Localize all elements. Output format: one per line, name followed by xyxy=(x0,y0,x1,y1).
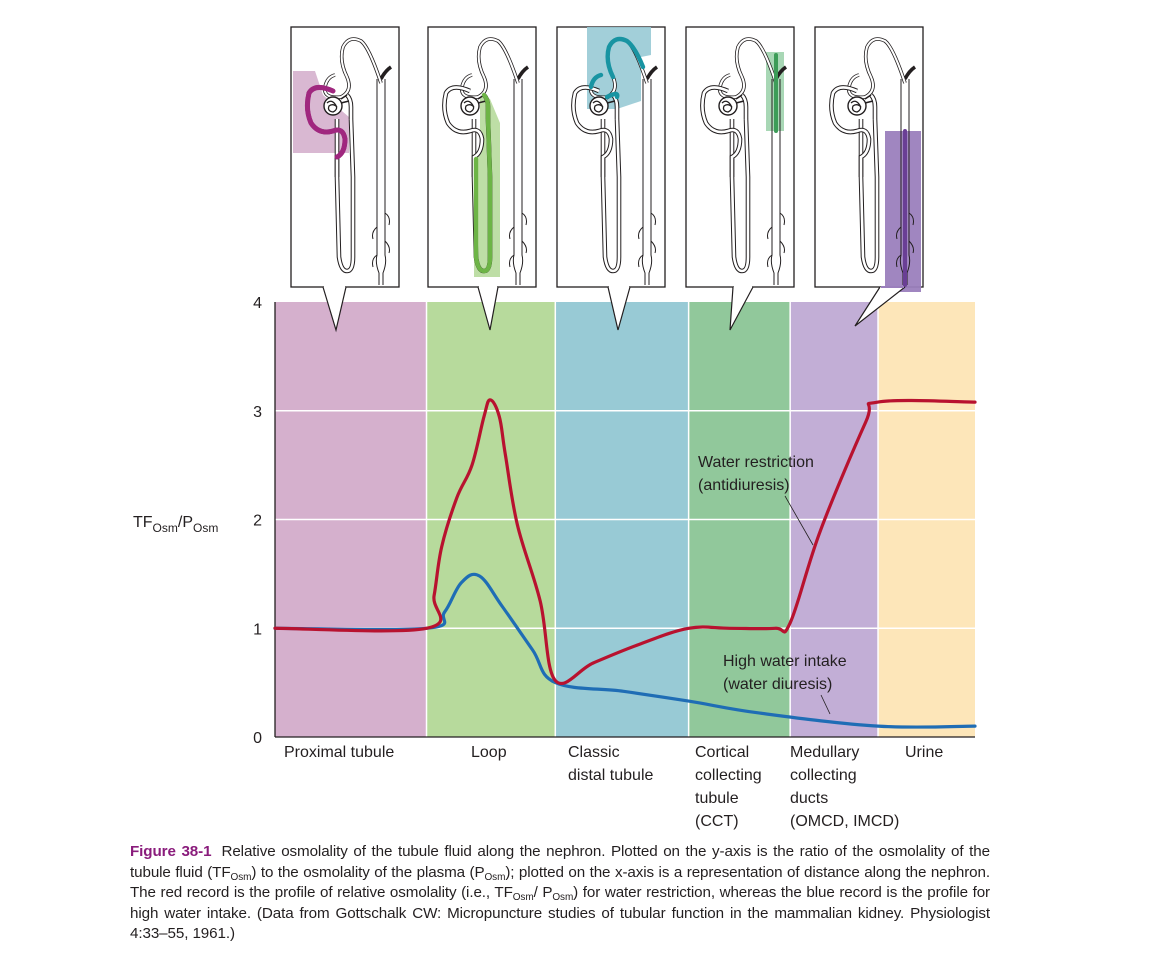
callout-pointer xyxy=(607,286,631,331)
series-line-water-restriction xyxy=(273,398,977,685)
annotation-water-restriction-line2: (antidiuresis) xyxy=(698,477,790,494)
caption-text-1: Relative osmolality of the tubule fluid … xyxy=(130,843,990,881)
series-line-high-water-intake xyxy=(273,572,977,729)
nephron-panels xyxy=(290,26,924,333)
highlighted-tubule-segment xyxy=(473,92,493,274)
annotation-water-restriction-leader xyxy=(784,495,814,546)
y-tick-label-0: 0 xyxy=(253,730,262,747)
caption-sub-a: Osm xyxy=(230,871,252,883)
annotation-high-water-leader xyxy=(820,694,831,715)
x-label-cortical-collecting-tubule-line4: (CCT) xyxy=(695,813,739,830)
y-tick-label-2: 2 xyxy=(253,513,262,530)
y-axis-label: TFOsm/POsm xyxy=(133,514,218,535)
caption-sub-c: Osm xyxy=(512,892,534,903)
x-label-proximal-tubule-line1: Proximal tubule xyxy=(284,744,394,761)
caption-text-5: ) for water restriction, whereas the blu… xyxy=(130,884,990,942)
x-label-cortical-collecting-tubule-line1: Cortical xyxy=(695,744,749,761)
callout-pointer xyxy=(477,286,499,331)
y-tick-labels: 0 1 2 3 4 xyxy=(253,295,262,747)
y-tick-label-4: 4 xyxy=(253,295,262,312)
caption-text-2: ) to the osmolality of the plasma (P xyxy=(251,863,485,881)
x-label-classic-distal-tubule-line1: Classic xyxy=(568,744,620,761)
annotation-high-water-line2: (water diuresis) xyxy=(723,676,832,693)
panel-proximal-tubule xyxy=(290,26,400,288)
annotation-high-water-intake: High water intake (water diuresis) xyxy=(723,653,847,715)
panel-cortical-collecting xyxy=(685,26,795,288)
annotation-water-restriction: Water restriction (antidiuresis) xyxy=(698,454,814,546)
x-label-loop-line1: Loop xyxy=(471,744,507,761)
figure-label: Figure 38-1 xyxy=(130,843,212,860)
caption-text-3: ); plotted on the x-axis is a representa… xyxy=(130,863,990,902)
annotation-water-restriction-line1: Water restriction xyxy=(698,454,814,471)
y-tick-label-1: 1 xyxy=(253,621,262,638)
x-label-medullary-collecting-ducts-line4: (OMCD, IMCD) xyxy=(790,813,899,830)
panel-medullary-collecting xyxy=(814,26,924,292)
x-label-medullary-collecting-ducts-line1: Medullary xyxy=(790,744,859,761)
series-lines xyxy=(273,398,977,729)
x-label-urine-line1: Urine xyxy=(905,744,943,761)
callout-pointer xyxy=(322,286,347,333)
x-label-cortical-collecting-tubule-line2: collecting xyxy=(695,767,762,784)
panel-frame xyxy=(290,26,400,288)
callout-pointer xyxy=(854,286,906,327)
callout-pointer xyxy=(729,286,754,331)
axes xyxy=(274,302,975,738)
x-label-medullary-collecting-ducts-line3: ducts xyxy=(790,790,828,807)
caption-text-4: / P xyxy=(533,884,553,901)
y-tick-label-3: 3 xyxy=(253,404,262,421)
caption-sub-b: Osm xyxy=(484,871,506,883)
x-label-classic-distal-tubule-line2: distal tubule xyxy=(568,767,653,784)
panel-loop xyxy=(427,26,537,288)
x-label-medullary-collecting-ducts-line2: collecting xyxy=(790,767,857,784)
caption-sub-d: Osm xyxy=(552,892,574,903)
panel-distal-tubule xyxy=(556,26,666,288)
annotation-high-water-line1: High water intake xyxy=(723,653,847,670)
x-category-labels: Proximal tubule Loop Classic distal tubule C… xyxy=(284,744,943,830)
highlighted-tubule-segment xyxy=(588,36,646,100)
x-label-cortical-collecting-tubule-line3: tubule xyxy=(695,790,739,807)
highlighted-proximal-tubule xyxy=(304,85,348,160)
